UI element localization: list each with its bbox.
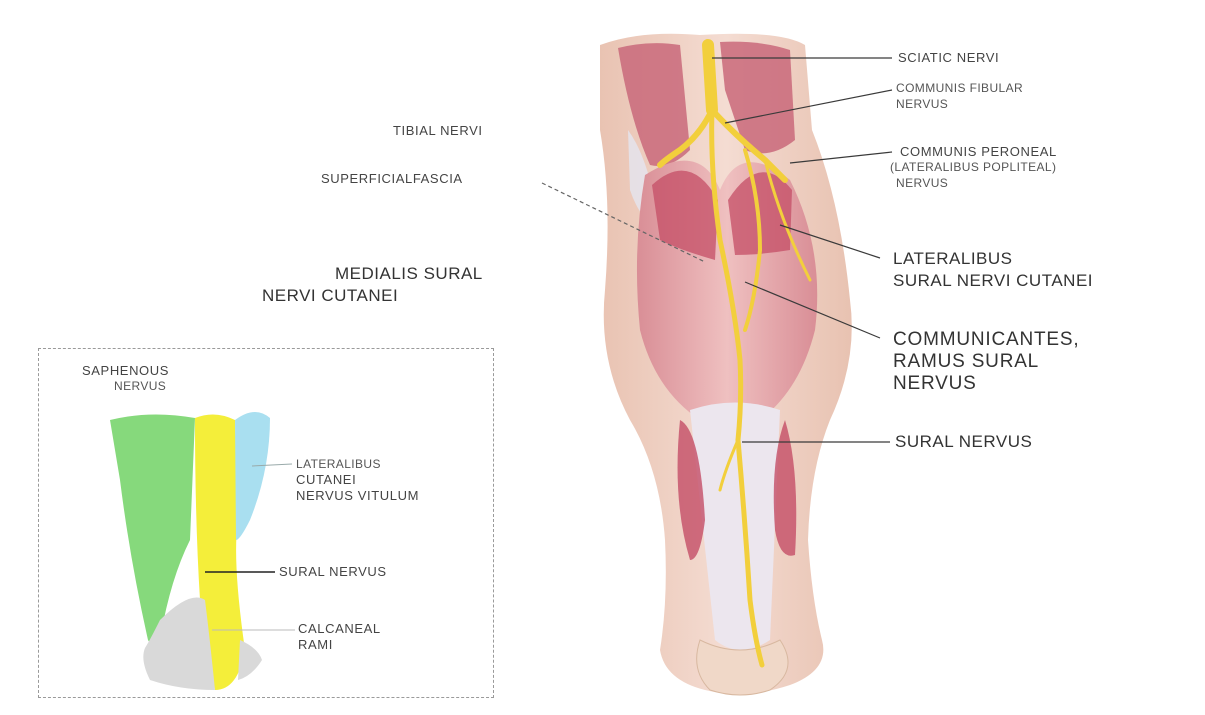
inset-label-saphenous-1: SAPHENOUS bbox=[82, 364, 169, 377]
inset-label-calcaneal-2: RAMI bbox=[298, 638, 333, 651]
label-communis-peroneal-3: NERVUS bbox=[896, 177, 948, 189]
label-lateralibus-sural-2: SURAL NERVI CUTANEI bbox=[893, 272, 1093, 289]
label-communicantes-1: COMMUNICANTES, bbox=[893, 330, 1079, 349]
label-sciatic: SCIATIC NERVI bbox=[898, 51, 999, 64]
label-communis-fibular-2: NERVUS bbox=[896, 98, 948, 110]
inset-label-saphenous-2: NERVUS bbox=[114, 380, 166, 392]
label-communis-peroneal-1: COMMUNIS PERONEAL bbox=[900, 145, 1057, 158]
inset-label-calcaneal-1: CALCANEAL bbox=[298, 622, 381, 635]
label-medialis-sural-1: MEDIALIS SURAL bbox=[335, 265, 483, 282]
label-medialis-sural-2: NERVI CUTANEI bbox=[262, 287, 398, 304]
inset-label-lateralibus-2: CUTANEI bbox=[296, 473, 356, 486]
inset-label-sural: SURAL NERVUS bbox=[279, 565, 387, 578]
label-lateralibus-sural-1: LATERALIBUS bbox=[893, 250, 1013, 267]
inset-label-lateralibus-3: NERVUS VITULUM bbox=[296, 489, 419, 502]
inset-label-lateralibus-1: LATERALIBUS bbox=[296, 458, 381, 470]
inset-panel bbox=[38, 348, 494, 698]
sciatic-trunk bbox=[708, 45, 712, 110]
label-superficial-fascia: SUPERFICIALFASCIA bbox=[321, 172, 463, 185]
label-communicantes-3: NERVUS bbox=[893, 374, 977, 393]
label-communicantes-2: RAMUS SURAL bbox=[893, 352, 1039, 371]
label-tibial: TIBIAL NERVI bbox=[393, 124, 483, 137]
label-sural-nervus: SURAL NERVUS bbox=[895, 433, 1032, 450]
label-communis-fibular-1: COMMUNIS FIBULAR bbox=[896, 82, 1023, 94]
label-communis-peroneal-2: (LATERALIBUS POPLITEAL) bbox=[890, 161, 1056, 173]
